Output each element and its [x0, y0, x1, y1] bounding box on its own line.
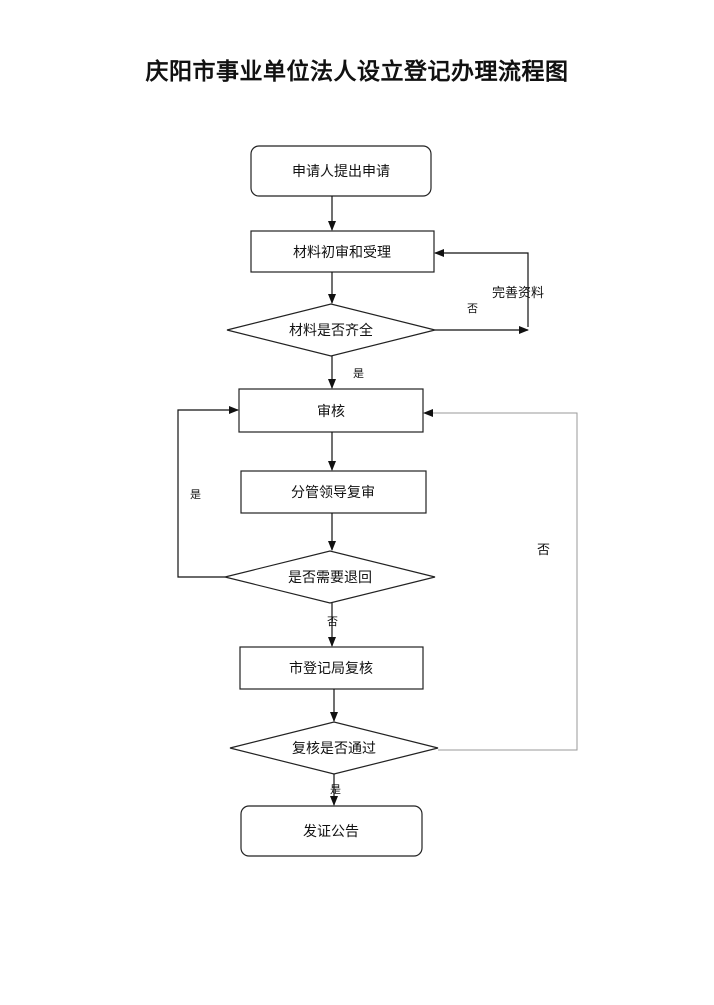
node-apply: 申请人提出申请	[250, 145, 432, 197]
label-pass-yes: 是	[330, 783, 341, 796]
arrow-need-return-yes-to-review	[177, 406, 239, 578]
decision-materials-complete-label: 材料是否齐全	[289, 322, 373, 339]
node-initial-review-label: 材料初审和受理	[293, 244, 391, 261]
node-review: 审核	[238, 388, 424, 433]
node-supplement: 完善资料	[492, 285, 544, 301]
label-pass-no: 否	[537, 543, 550, 558]
node-leader-review: 分管领导复审	[240, 470, 427, 514]
decision-need-return: 是否需要退回	[224, 550, 436, 604]
page-title: 庆阳市事业单位法人设立登记办理流程图	[145, 59, 569, 85]
decision-materials-complete: 材料是否齐全	[226, 303, 436, 357]
node-leader-review-label: 分管领导复审	[291, 484, 375, 501]
label-materials-no: 否	[467, 302, 478, 315]
arrow-supplement-to-initial-review	[434, 249, 529, 327]
node-certificate: 发证公告	[240, 805, 423, 857]
decision-recheck-pass: 复核是否通过	[229, 721, 439, 775]
node-apply-label: 申请人提出申请	[292, 164, 390, 180]
node-initial-review: 材料初审和受理	[250, 230, 435, 273]
node-review-label: 审核	[317, 404, 345, 420]
node-supplement-label: 完善资料	[492, 285, 544, 301]
arrow-recheck-pass-no-to-review	[423, 409, 578, 751]
decision-recheck-pass-label: 复核是否通过	[292, 740, 376, 757]
node-bureau-recheck: 市登记局复核	[239, 646, 424, 690]
decision-need-return-label: 是否需要退回	[288, 570, 372, 586]
label-return-no: 否	[327, 615, 338, 628]
node-certificate-label: 发证公告	[303, 824, 359, 840]
node-bureau-recheck-label: 市登记局复核	[289, 660, 373, 677]
label-materials-yes: 是	[353, 367, 364, 380]
label-return-yes: 是	[190, 488, 201, 501]
